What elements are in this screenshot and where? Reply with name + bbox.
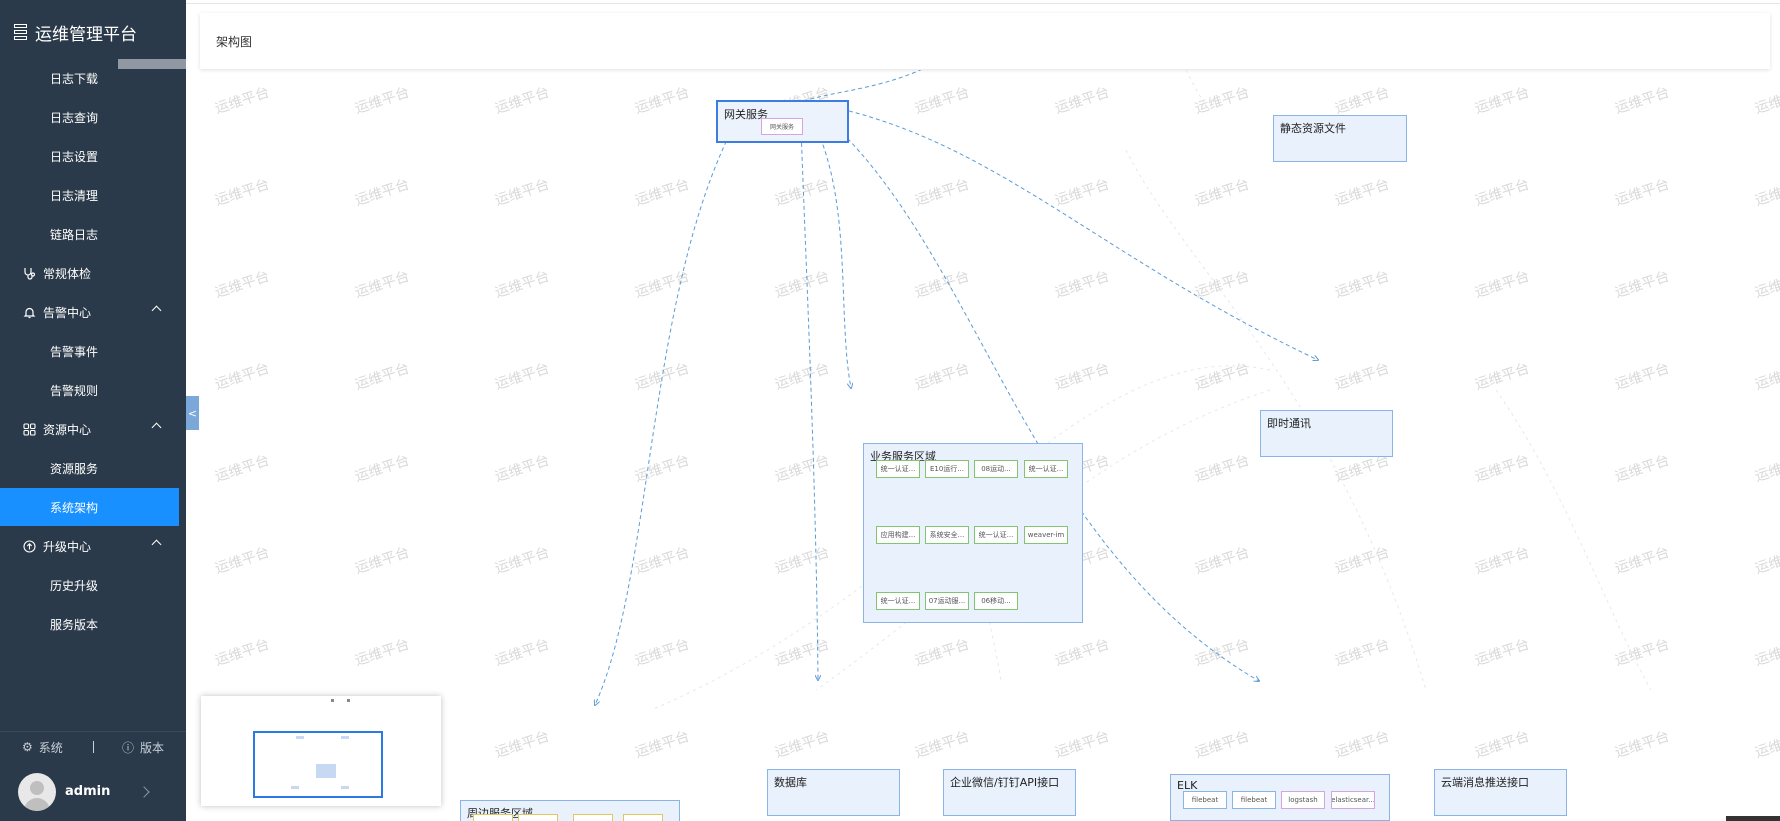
user-profile[interactable]: admin bbox=[0, 763, 186, 821]
service-chip[interactable]: 07运动服... bbox=[925, 592, 969, 610]
collapse-sidebar-button[interactable]: < bbox=[186, 396, 199, 430]
avatar bbox=[18, 773, 56, 811]
node-gateway[interactable]: 网关服务 网关服务 bbox=[716, 100, 849, 143]
service-chip[interactable] bbox=[573, 814, 613, 821]
chevron-up-icon bbox=[151, 539, 162, 550]
service-chip[interactable]: elasticsear... bbox=[1331, 791, 1375, 809]
service-chip[interactable]: E10运行... bbox=[925, 460, 969, 478]
edge-gateway-business bbox=[800, 100, 851, 388]
stethoscope-icon bbox=[22, 266, 36, 280]
edge-faint-6 bbox=[1495, 389, 1652, 691]
service-chip[interactable] bbox=[473, 814, 513, 821]
node-enterprise-api[interactable]: 企业微信/钉钉API接口 bbox=[943, 769, 1076, 816]
edge-faint-1 bbox=[1125, 149, 1427, 691]
chevron-right-icon bbox=[138, 786, 150, 798]
service-chip[interactable]: logstash bbox=[1281, 791, 1325, 809]
node-peripheral-area[interactable]: 周边服务区域 bbox=[460, 800, 680, 821]
sidebar-item-service-version[interactable]: 服务版本 bbox=[50, 617, 99, 632]
sidebar-item-log-query[interactable]: 日志查询 bbox=[50, 110, 99, 125]
sidebar-item-alert-center[interactable]: 告警中心 bbox=[0, 293, 186, 331]
edge-gateway-peripheral bbox=[595, 103, 747, 705]
chevron-up-icon bbox=[151, 422, 162, 433]
grid-icon bbox=[22, 422, 36, 436]
bell-icon bbox=[22, 305, 36, 319]
username: admin bbox=[65, 784, 111, 799]
sidebar-footer: ⚙ 系统 ⓘ 版本 bbox=[0, 731, 186, 762]
sidebar-item-upgrade-center[interactable]: 升级中心 bbox=[0, 527, 186, 565]
node-static-resources[interactable]: 静态资源文件 bbox=[1273, 115, 1407, 162]
minimap-node bbox=[341, 786, 349, 789]
minimap[interactable] bbox=[201, 696, 441, 806]
service-chip[interactable] bbox=[518, 814, 558, 821]
edge-gateway-im bbox=[800, 100, 1318, 360]
minimap-node bbox=[316, 764, 336, 778]
architecture-canvas[interactable]: 运维平台运维平台运维平台运维平台运维平台运维平台运维平台运维平台运维平台运维平台… bbox=[186, 70, 1780, 821]
upgrade-icon bbox=[22, 539, 36, 553]
page-title: 架构图 bbox=[216, 35, 253, 49]
sidebar-item-resource-service[interactable]: 资源服务 bbox=[50, 461, 99, 476]
chevron-left-icon: < bbox=[187, 406, 198, 420]
service-chip[interactable]: 应用构建... bbox=[876, 526, 920, 544]
page-header: 架构图 bbox=[200, 13, 1770, 69]
sidebar-item-alert-events[interactable]: 告警事件 bbox=[50, 344, 99, 359]
sidebar-item-trace-log[interactable]: 链路日志 bbox=[50, 227, 99, 242]
minimap-node bbox=[341, 736, 349, 739]
minimap-node bbox=[291, 786, 299, 789]
node-gateway-inner[interactable]: 网关服务 bbox=[761, 118, 803, 135]
server-icon bbox=[14, 24, 27, 40]
sidebar-item-upgrade-history[interactable]: 历史升级 bbox=[50, 578, 99, 593]
edge-top-gateway bbox=[800, 70, 922, 103]
sidebar-item-log-cleanup[interactable]: 日志清理 bbox=[50, 188, 99, 203]
service-chip[interactable]: 统一认证... bbox=[1024, 460, 1068, 478]
service-chip[interactable]: filebeat bbox=[1232, 791, 1276, 809]
sidebar-item-resource-center[interactable]: 资源中心 bbox=[0, 410, 186, 448]
minimap-node bbox=[331, 699, 334, 702]
service-chip[interactable]: 06移动... bbox=[974, 592, 1018, 610]
edge-gateway-elk bbox=[805, 100, 1259, 681]
node-database[interactable]: 数据库 bbox=[767, 769, 900, 816]
scrollbar-corner bbox=[1726, 816, 1780, 821]
node-business-area[interactable]: 业务服务区域 统一认证... E10运行... 08运动... 统一认证... … bbox=[863, 443, 1083, 623]
minimap-node bbox=[347, 699, 350, 702]
service-chip[interactable]: 系统安全... bbox=[925, 526, 969, 544]
minimap-node bbox=[296, 736, 304, 739]
service-chip[interactable]: 统一认证... bbox=[876, 592, 920, 610]
service-chip[interactable] bbox=[623, 814, 663, 821]
sidebar-item-log-settings[interactable]: 日志设置 bbox=[50, 149, 99, 164]
edge-gateway-database bbox=[799, 100, 818, 680]
node-cloud-push[interactable]: 云端消息推送接口 bbox=[1434, 769, 1567, 816]
sidebar-item-log-download[interactable]: 日志下载 bbox=[50, 71, 99, 86]
service-chip[interactable]: 统一认证... bbox=[876, 460, 920, 478]
chevron-up-icon bbox=[151, 305, 162, 316]
scroll-indicator bbox=[118, 59, 186, 69]
sidebar-item-alert-rules[interactable]: 告警规则 bbox=[50, 383, 99, 398]
sidebar-item-system-architecture[interactable]: 系统架构 bbox=[0, 488, 179, 526]
service-chip[interactable]: filebeat bbox=[1183, 791, 1227, 809]
sidebar: 运维管理平台 日志下载 日志查询 日志设置 日志清理 链路日志 常规体检 告警中… bbox=[0, 0, 186, 821]
system-button[interactable]: ⚙ 系统 bbox=[22, 740, 63, 755]
top-divider bbox=[186, 3, 1780, 4]
service-chip[interactable]: weaver-im bbox=[1024, 526, 1068, 544]
service-chip[interactable]: 统一认证... bbox=[974, 526, 1018, 544]
footer-divider bbox=[93, 741, 94, 753]
service-chip[interactable]: 08运动... bbox=[974, 460, 1018, 478]
node-elk[interactable]: ELK filebeat filebeat logstash elasticse… bbox=[1170, 774, 1390, 821]
app-brand[interactable]: 运维管理平台 bbox=[14, 18, 137, 46]
sidebar-item-health-check[interactable]: 常规体检 bbox=[0, 254, 186, 292]
edge-faint-4 bbox=[1185, 70, 1213, 111]
node-instant-messaging[interactable]: 即时通讯 bbox=[1260, 410, 1393, 457]
info-icon: ⓘ bbox=[122, 740, 135, 755]
version-button[interactable]: ⓘ 版本 bbox=[122, 740, 165, 755]
minimap-viewport[interactable] bbox=[253, 731, 383, 798]
app-title: 运维管理平台 bbox=[35, 24, 137, 45]
gear-icon: ⚙ bbox=[22, 740, 33, 754]
